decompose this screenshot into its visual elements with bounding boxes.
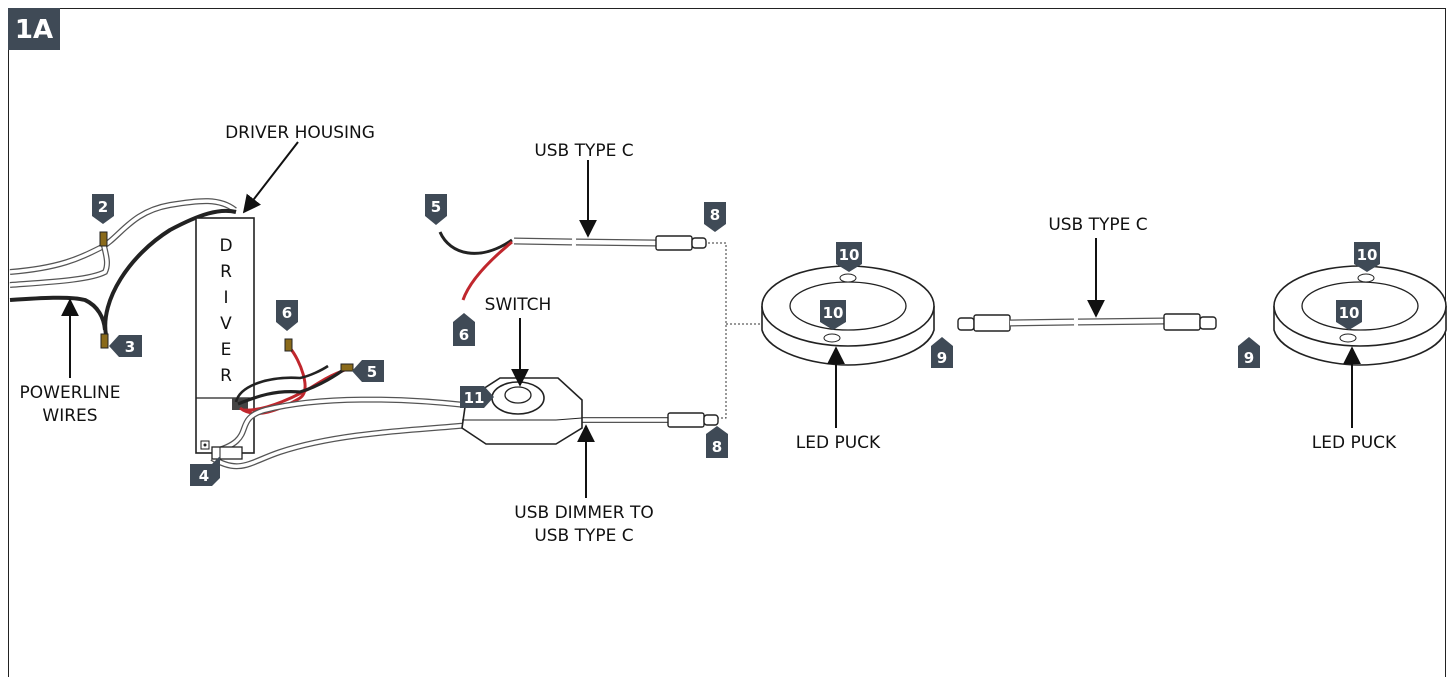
- driver-letters: D R I V E R: [219, 236, 232, 386]
- tag-5-top: 5: [425, 194, 447, 225]
- label-led-puck-1: LED PUCK: [796, 433, 881, 453]
- led-puck-1: [761, 265, 935, 366]
- tag-3: 3: [109, 335, 142, 357]
- svg-text:10: 10: [839, 246, 860, 264]
- connection-dotted-lines: [708, 242, 762, 419]
- tag-10-puck2-top: 10: [1354, 242, 1380, 272]
- usb-dimmer-cable: [210, 396, 668, 470]
- tag-8-bottom: 8: [706, 426, 728, 458]
- usb-dimmer-switch: [461, 377, 583, 445]
- driver-letter: I: [223, 288, 228, 308]
- label-driver-housing: DRIVER HOUSING: [225, 123, 375, 143]
- svg-text:2: 2: [98, 198, 108, 216]
- tag-8-top: 8: [704, 202, 726, 232]
- driver-letter: D: [219, 236, 232, 256]
- label-switch: SWITCH: [485, 295, 552, 315]
- driver-letter: R: [220, 366, 232, 386]
- powerline-wires: [9, 198, 237, 336]
- label-powerline-line1: POWERLINE: [20, 383, 121, 403]
- tag-9-right: 9: [1238, 337, 1260, 368]
- tag-10-puck1-top: 10: [836, 242, 862, 272]
- label-led-puck-2: LED PUCK: [1312, 433, 1397, 453]
- figure-label-text: 1A: [15, 15, 53, 45]
- svg-text:5: 5: [431, 198, 441, 216]
- svg-text:6: 6: [459, 326, 469, 344]
- figure-label: 1A: [8, 8, 60, 50]
- wire-nut-2: [99, 231, 108, 247]
- svg-text:3: 3: [125, 338, 135, 356]
- tag-4: 4: [190, 456, 220, 486]
- tag-11: 11: [460, 386, 494, 408]
- wire-nut-5: [340, 363, 354, 372]
- svg-text:6: 6: [282, 304, 292, 322]
- label-usb-dimmer-line2: USB TYPE C: [534, 526, 633, 546]
- wire-nut-6: [284, 338, 293, 352]
- tag-2: 2: [92, 194, 114, 224]
- labels: DRIVER HOUSING USB TYPE C USB TYPE C SWI…: [20, 123, 1398, 546]
- tag-6-driver: 6: [276, 300, 298, 331]
- svg-text:10: 10: [1339, 304, 1360, 322]
- driver-letter: V: [220, 314, 232, 334]
- svg-text:4: 4: [199, 467, 209, 485]
- tag-10-puck2-inner: 10: [1336, 300, 1362, 330]
- usb-c-plug-dimmer: [667, 412, 719, 428]
- label-powerline-line2: WIRES: [42, 406, 97, 426]
- label-usb-type-c-top: USB TYPE C: [534, 141, 633, 161]
- label-usb-type-c-middle: USB TYPE C: [1048, 215, 1147, 235]
- callout-arrows: [61, 141, 1361, 498]
- svg-text:11: 11: [464, 389, 485, 407]
- tag-6-top: 6: [453, 313, 475, 346]
- driver-letter: R: [220, 262, 232, 282]
- svg-text:9: 9: [1244, 349, 1254, 367]
- driver-plug: [211, 446, 243, 460]
- usb-type-c-cable-middle: [957, 313, 1217, 332]
- figure-frame: [8, 8, 1446, 677]
- svg-text:8: 8: [712, 438, 722, 456]
- label-usb-dimmer-line1: USB DIMMER TO: [514, 503, 653, 523]
- tag-9-left: 9: [931, 337, 953, 368]
- usb-type-c-cable-top: [438, 231, 657, 301]
- tag-10-puck1-inner: 10: [820, 300, 846, 330]
- tag-5-driver: 5: [352, 360, 384, 382]
- wire-nut-3: [100, 333, 109, 349]
- svg-text:9: 9: [937, 349, 947, 367]
- driver-housing: [195, 217, 255, 454]
- svg-text:8: 8: [710, 206, 720, 224]
- driver-letter: E: [221, 340, 232, 360]
- usb-c-plug-top: [655, 235, 707, 251]
- number-tags: 2 3 4 5 6 5 6: [92, 194, 1380, 486]
- svg-text:10: 10: [1357, 246, 1378, 264]
- svg-text:5: 5: [367, 363, 377, 381]
- svg-text:10: 10: [823, 304, 844, 322]
